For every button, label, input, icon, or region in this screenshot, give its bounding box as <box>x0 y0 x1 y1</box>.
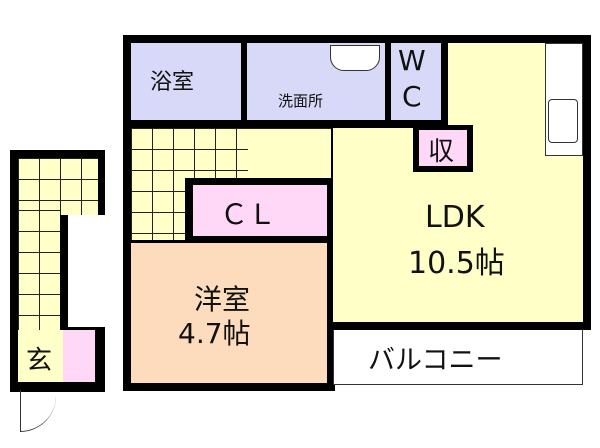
hall <box>248 129 331 179</box>
balcony-label: バルコニー <box>368 345 503 376</box>
bath-label: 浴室 <box>150 70 195 95</box>
stove-icon <box>548 99 578 143</box>
western-room <box>131 243 327 383</box>
closet <box>193 185 327 236</box>
balcony <box>333 330 583 385</box>
closet-label: ＣＬ <box>220 198 277 231</box>
storage-room <box>419 130 467 166</box>
ldk-label: LDK <box>425 200 485 235</box>
genkan <box>18 330 63 382</box>
wc-label-w: W <box>398 44 426 77</box>
sink-icon <box>330 45 380 71</box>
wc-label-c: C <box>402 80 422 113</box>
entrance-label: 玄 <box>26 346 53 376</box>
wc-room <box>391 43 441 120</box>
entrance-inner-wall <box>60 215 68 327</box>
entrance-door-icon[interactable] <box>20 390 56 432</box>
entrance-stairs-lower <box>18 210 60 330</box>
entrance-gap <box>68 215 108 327</box>
western-label: 洋室 <box>194 283 251 316</box>
western-size: 4.7帖 <box>178 317 251 350</box>
bath-room <box>131 43 241 120</box>
washroom-label: 洗面所 <box>278 92 324 110</box>
entrance-stairs <box>18 158 98 215</box>
ldk-size: 10.5帖 <box>408 246 505 281</box>
storage-label: 収 <box>428 137 455 167</box>
shoe-storage <box>63 330 95 382</box>
